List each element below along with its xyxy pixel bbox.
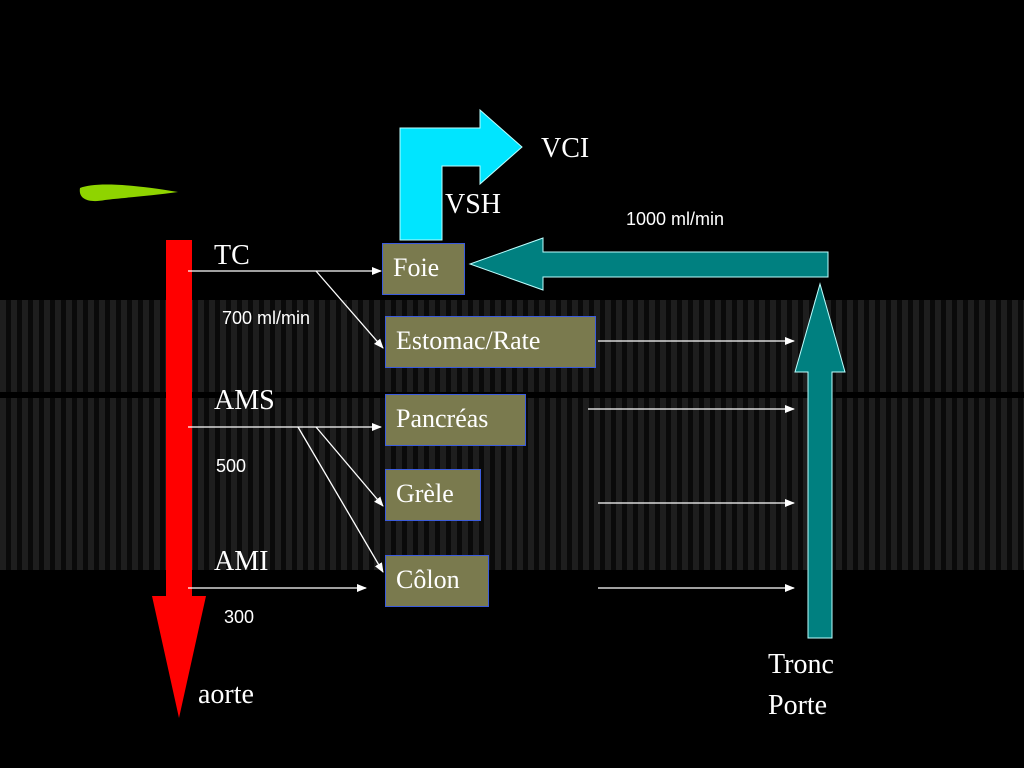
aorta-arrow — [152, 240, 206, 718]
ams-to-colon-line — [297, 426, 384, 573]
organ-colon: Côlon — [385, 555, 489, 607]
organ-grele: Grèle — [385, 469, 481, 521]
tc-flow-value: 700 ml/min — [222, 308, 310, 328]
aorte-label: aorte — [198, 679, 254, 710]
ami-flow-value: 300 — [224, 607, 254, 627]
logo-brush-stroke — [79, 184, 178, 202]
porte-label: Porte — [768, 690, 827, 721]
portal-to-liver-arrow — [468, 237, 829, 291]
organ-foie: Foie — [382, 243, 465, 295]
organ-pancreas: Pancréas — [385, 394, 526, 446]
portal-flow-value: 1000 ml/min — [626, 209, 724, 229]
ami-label: AMI — [214, 546, 268, 577]
ams-flow-value: 500 — [216, 456, 246, 476]
ams-label: AMS — [214, 385, 275, 416]
ams-to-grele-line — [315, 426, 384, 507]
vsh-label: VSH — [445, 189, 501, 220]
vsh-arrow — [399, 108, 523, 241]
tc-to-estomac-line — [315, 270, 384, 349]
tronc-porte-arrow — [794, 282, 846, 639]
organ-estomac-rate: Estomac/Rate — [385, 316, 596, 368]
vci-label: VCI — [541, 133, 589, 164]
tc-label: TC — [214, 240, 250, 271]
tronc-label: Tronc — [768, 649, 834, 680]
